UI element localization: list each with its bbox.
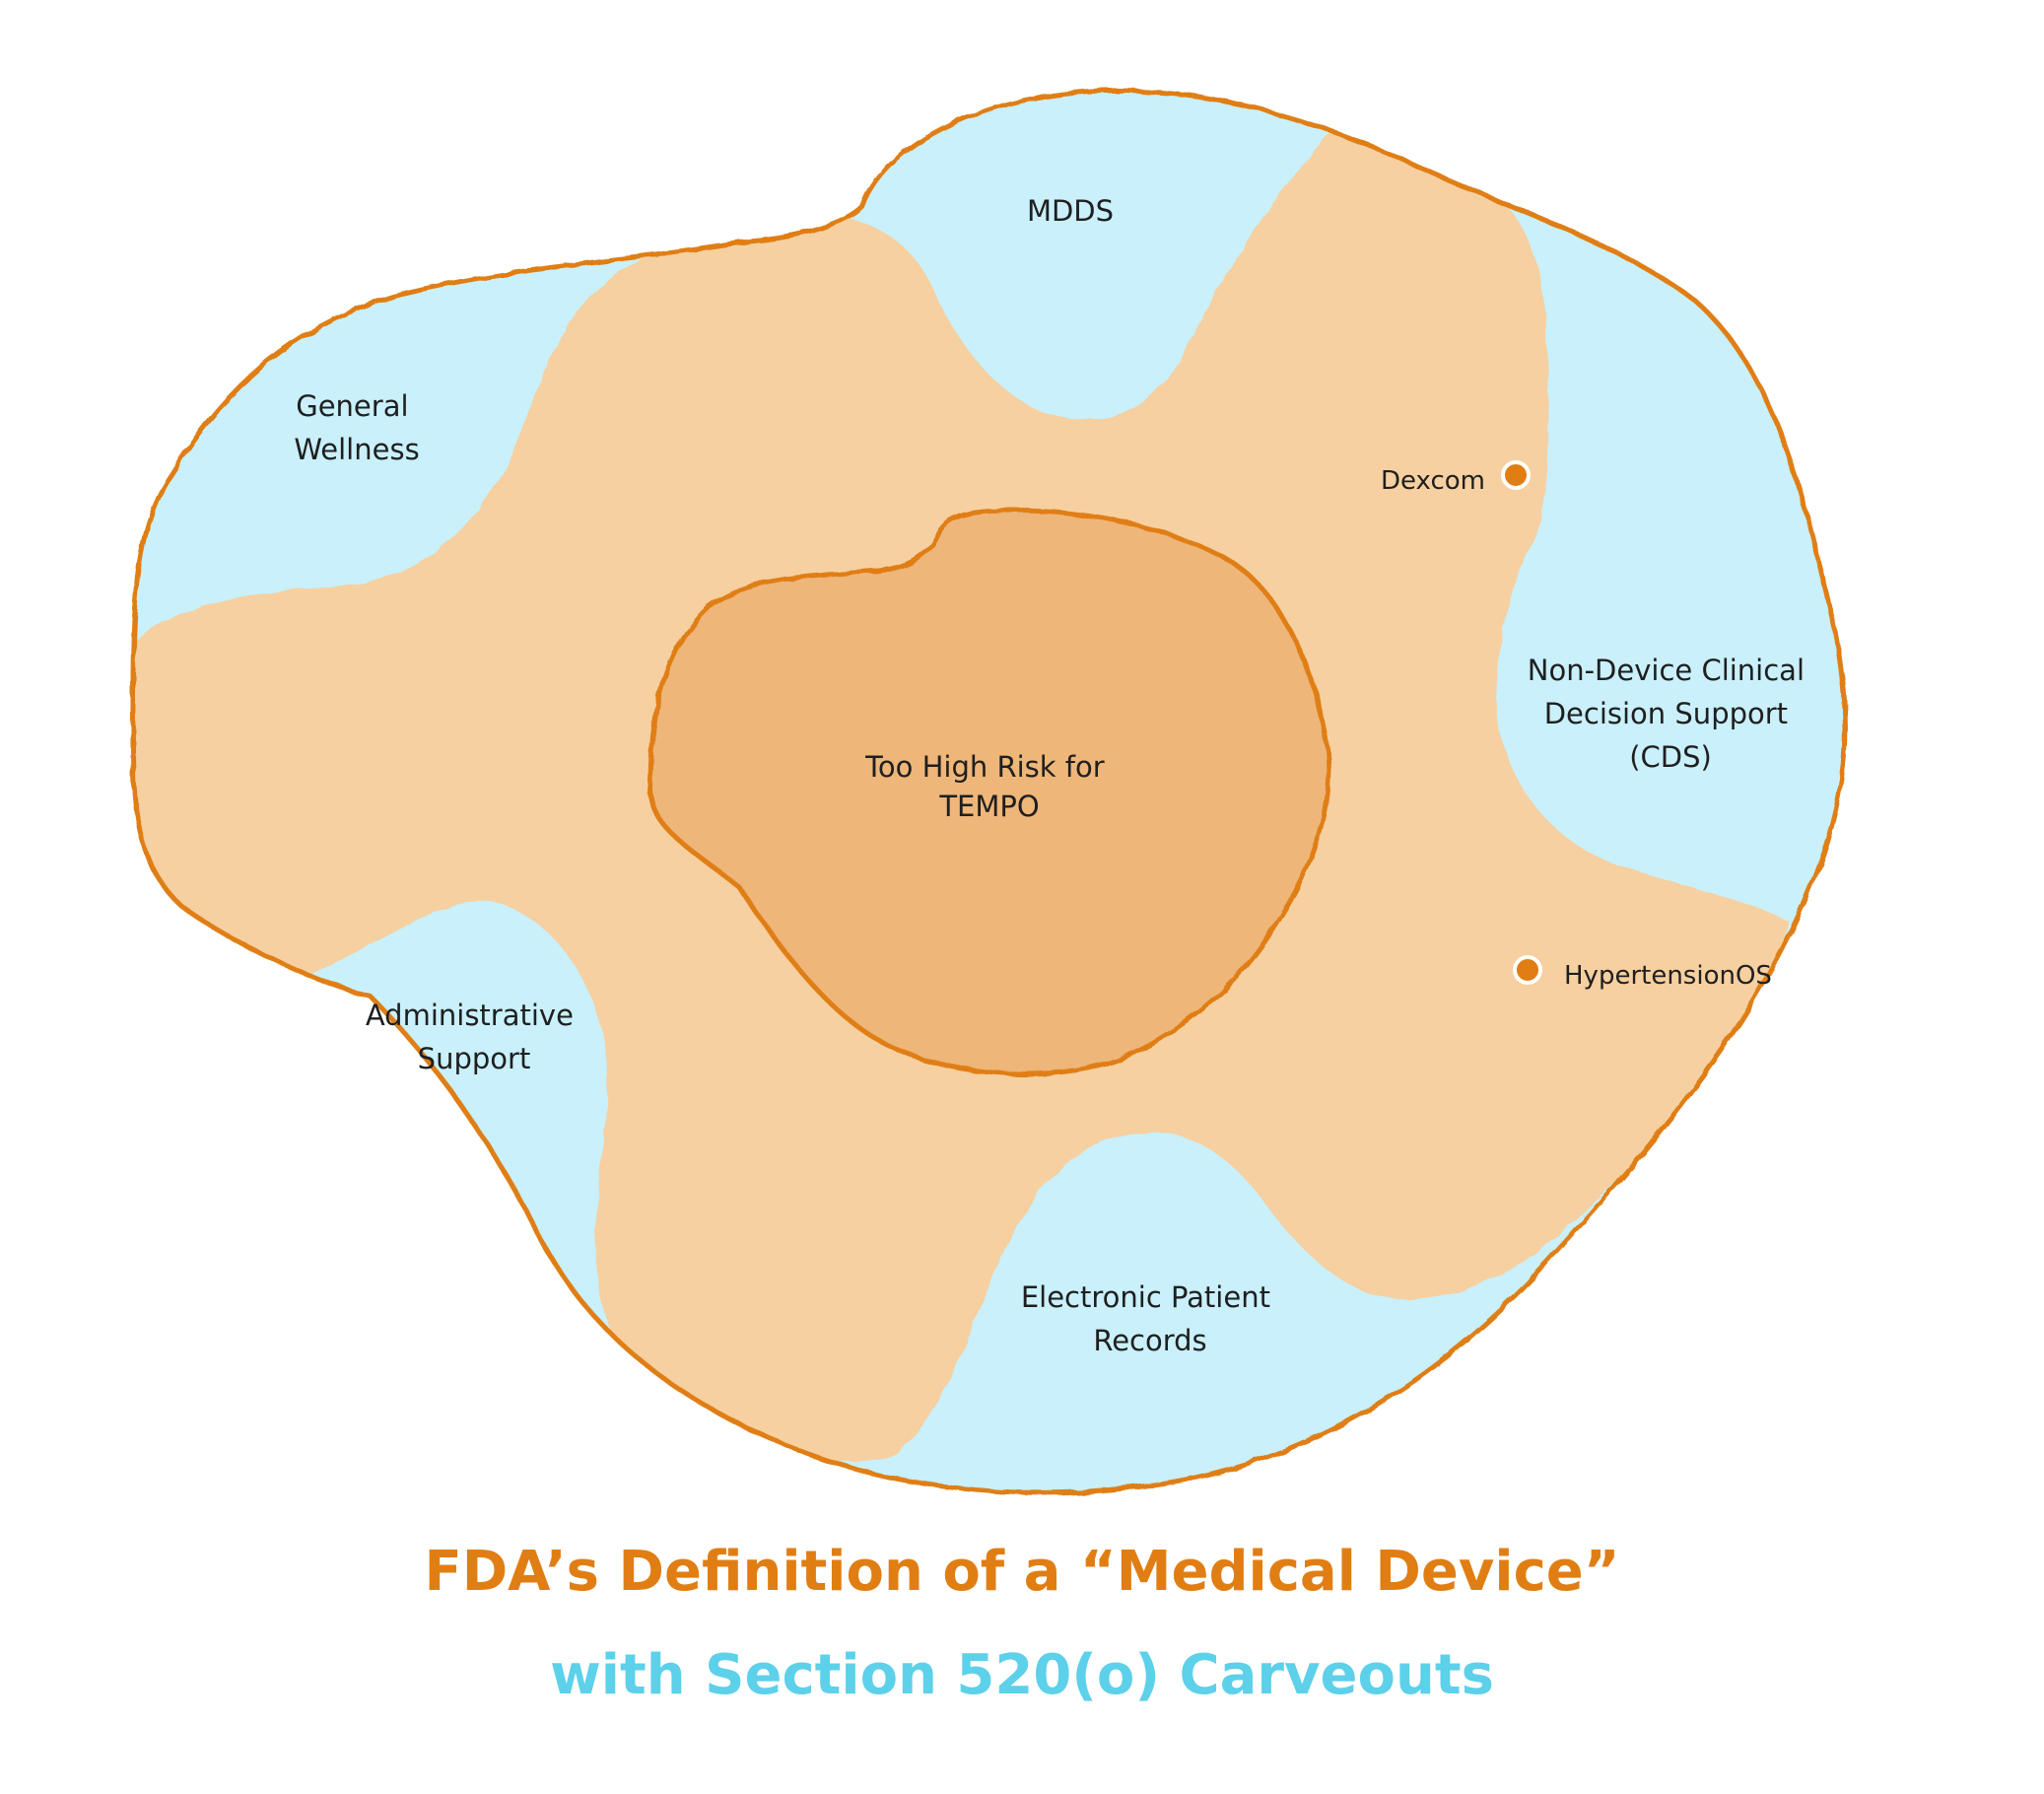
too-high-risk-line-1: Too High Risk for [864,750,1105,784]
administrative-support-line-1: Administrative [366,999,574,1032]
administrative-support-label: Administrative Support [366,999,582,1075]
dexcom-marker [1501,460,1531,490]
electronic-patient-records-line-1: Electronic Patient [1021,1280,1270,1314]
diagram-subtitle: with Section 520(o) Carveouts [550,1643,1494,1707]
electronic-patient-records-label: Electronic Patient Records [1021,1280,1279,1357]
too-high-risk-label: Too High Risk for TEMPO [864,750,1114,823]
outer-boundary-outline [130,88,1848,1495]
dexcom-label: Dexcom [1381,466,1485,496]
non-device-cds-line-1: Non-Device Clinical [1528,654,1805,687]
non-device-cds-label: Non-Device Clinical Decision Support (CD… [1528,654,1813,774]
general-wellness-line-1: General [296,389,408,423]
general-wellness-line-2: Wellness [294,433,419,466]
non-device-cds-line-3: (CDS) [1629,740,1712,774]
too-high-risk-line-2: TEMPO [938,790,1039,823]
hypertensionos-label: HypertensionOS [1564,961,1772,991]
hypertensionos-marker [1513,955,1542,985]
too-high-risk-region [647,508,1331,1076]
general-wellness-label: General Wellness [294,389,419,466]
administrative-support-line-2: Support [418,1042,531,1075]
diagram-title: FDA’s Definition of a “Medical Device” [424,1540,1620,1604]
mdds-label: MDDS [1027,194,1114,228]
electronic-patient-records-line-2: Records [1093,1324,1206,1357]
non-device-cds-line-2: Decision Support [1544,697,1788,730]
